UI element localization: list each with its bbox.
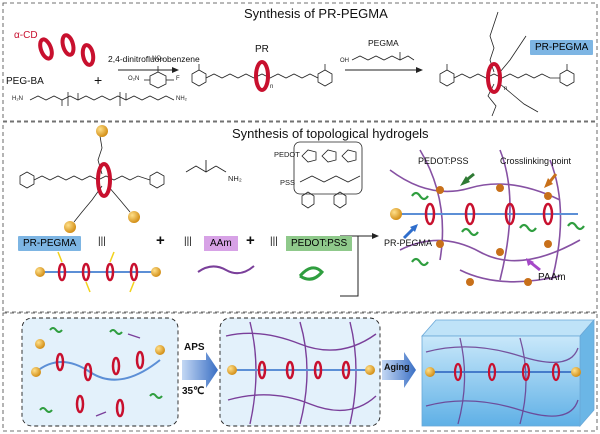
bead-top xyxy=(96,125,108,137)
dinitrofluorobenzene-structure xyxy=(144,66,174,89)
legend-pedotpss: PEDOT:PSS xyxy=(418,156,469,166)
panel-middle-border xyxy=(2,121,598,313)
legend-crosslink: Crosslinking point xyxy=(500,156,572,166)
hydrogel-network-illustration xyxy=(389,149,585,286)
pegma-label: PEGMA xyxy=(368,38,399,48)
no2-label: NO₂ xyxy=(152,56,164,62)
pedot-pss-structure xyxy=(293,141,363,209)
bars-3: ||| xyxy=(270,236,278,247)
peg-ba-label: PEG-BA xyxy=(6,76,44,87)
bead-right xyxy=(128,211,140,223)
plus-2: + xyxy=(246,232,255,249)
fluorine-label: F xyxy=(176,76,180,82)
legend-paam: PAAm xyxy=(538,272,566,283)
aps-arrow xyxy=(182,352,218,388)
pedot-label: PEDOT xyxy=(274,150,300,159)
gel-content xyxy=(225,321,377,425)
aam-badge: AAm xyxy=(204,236,238,251)
pr-pegma-polyrotaxane-icon xyxy=(35,251,161,293)
pr-pegma-ring xyxy=(486,62,502,94)
gel-box xyxy=(219,317,381,427)
pegma-structure xyxy=(351,52,415,61)
alpha-cd-rings xyxy=(38,33,96,67)
pr-ring xyxy=(254,60,270,92)
bars-2: ||| xyxy=(184,236,192,247)
o2n-label: O₂N xyxy=(128,76,140,82)
pr-pegma-ring-left xyxy=(96,162,112,198)
aps-label: APS xyxy=(184,342,205,353)
bars-1: ||| xyxy=(98,236,106,247)
acrylamide-structure xyxy=(185,160,227,173)
plus-label: + xyxy=(94,72,103,88)
pr-pegma-product-badge: PR-PEGMA xyxy=(530,40,594,55)
hydrogel-block xyxy=(421,318,595,428)
pedotpss-badge: PEDOT:PSS xyxy=(286,236,353,251)
temperature-label: 35℃ xyxy=(182,386,205,397)
nh2-label: NH₂ xyxy=(176,96,187,102)
aging-label: Aging xyxy=(384,362,410,372)
panel-top-border xyxy=(2,2,598,122)
aging-arrow xyxy=(382,352,416,388)
repeat-n-2: n xyxy=(504,86,508,92)
pr-structure xyxy=(191,64,333,87)
pr-pegma-structure-left xyxy=(19,135,165,223)
aam-chain-icon xyxy=(197,265,255,275)
h2n-label: H₂N xyxy=(12,96,23,102)
pss-label: PSS xyxy=(280,178,296,187)
pedotpss-chain-icon xyxy=(298,266,325,281)
pre-gel-box xyxy=(21,317,179,427)
reagent-label: 2,4-dinitrofluorobenzene xyxy=(108,54,200,64)
repeat-n-1: n xyxy=(270,84,274,90)
panel-bottom-border xyxy=(2,312,598,432)
section1-title: Synthesis of PR-PEGMA xyxy=(244,6,388,21)
oh-label: OH xyxy=(340,58,349,64)
aam-nh2-label: NH₂ xyxy=(228,174,242,183)
peg-ba-structure xyxy=(29,92,175,106)
pr-pegma-product-structure xyxy=(439,11,575,117)
pre-gel-content xyxy=(31,327,165,418)
legend-prpegma: PR-PEGMA xyxy=(384,238,433,248)
pr-label: PR xyxy=(255,44,269,55)
plus-1: + xyxy=(156,232,165,249)
pr-pegma-badge: PR-PEGMA xyxy=(18,236,82,251)
section2-title: Synthesis of topological hydrogels xyxy=(232,126,429,141)
alpha-cd-label: α-CD xyxy=(14,30,38,41)
bead-left xyxy=(64,221,76,233)
